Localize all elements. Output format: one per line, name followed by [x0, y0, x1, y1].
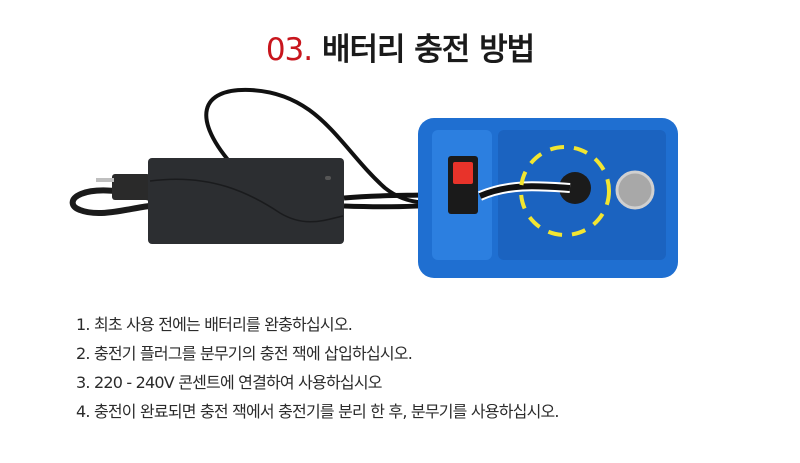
section-title: 03. 배터리 충전 방법	[0, 24, 800, 69]
instruction-step: 1. 최초 사용 전에는 배터리를 완충하십시오.	[76, 315, 353, 334]
instruction-step: 2. 충전기 플러그를 분무기의 충전 잭에 삽입하십시오.	[76, 344, 413, 363]
instruction-list: 1. 최초 사용 전에는 배터리를 완충하십시오. 2. 충전기 플러그를 분무…	[76, 310, 560, 426]
section-number: 03.	[265, 32, 313, 68]
jack-highlight-circle	[519, 145, 611, 237]
charging-illustration	[69, 87, 678, 278]
instruction-step: 4. 충전이 완료되면 충전 잭에서 충전기를 분리 한 후, 분무기를 사용하…	[76, 402, 560, 421]
charging-jack	[559, 172, 591, 204]
device-panel	[418, 118, 678, 278]
wall-plug-icon	[112, 174, 150, 200]
section-heading: 배터리 충전 방법	[321, 32, 535, 68]
charger-adapter	[148, 158, 344, 244]
charger-cable-loop	[204, 87, 461, 205]
control-knob	[615, 170, 655, 210]
instruction-step: 3. 220 - 240V 콘센트에 연결하여 사용하십시오	[76, 373, 382, 392]
power-cord	[69, 187, 151, 216]
